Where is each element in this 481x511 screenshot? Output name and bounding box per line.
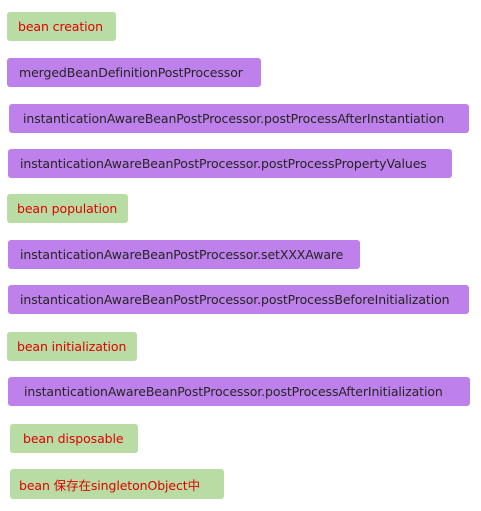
- stage-label: bean disposable: [23, 431, 124, 446]
- processor-label: instanticationAwareBeanPostProcessor.pos…: [20, 156, 427, 171]
- processor-label: instanticationAwareBeanPostProcessor.set…: [20, 247, 344, 262]
- stage-bean-creation: bean creation: [7, 12, 116, 41]
- processor-merged-bean-definition: mergedBeanDefinitionPostProcessor: [7, 58, 261, 87]
- processor-label: mergedBeanDefinitionPostProcessor: [19, 65, 243, 80]
- processor-post-process-before-initialization: instanticationAwareBeanPostProcessor.pos…: [8, 285, 469, 314]
- processor-label: instanticationAwareBeanPostProcessor.pos…: [20, 292, 450, 307]
- stage-bean-population: bean population: [7, 194, 128, 223]
- stage-label: bean creation: [18, 19, 103, 34]
- stage-bean-disposable: bean disposable: [10, 424, 138, 453]
- processor-post-process-after-initialization: instanticationAwareBeanPostProcessor.pos…: [8, 377, 470, 406]
- stage-bean-initialization: bean initialization: [7, 332, 137, 361]
- processor-post-process-after-instantiation: instanticationAwareBeanPostProcessor.pos…: [9, 104, 469, 133]
- stage-label: bean 保存在singletonObject中: [19, 477, 200, 493]
- processor-set-xxx-aware: instanticationAwareBeanPostProcessor.set…: [8, 240, 360, 269]
- stage-label: bean population: [17, 201, 118, 216]
- stage-bean-saved-in-singleton-objects: bean 保存在singletonObject中: [10, 469, 224, 499]
- stage-label: bean initialization: [17, 339, 127, 354]
- processor-label: instanticationAwareBeanPostProcessor.pos…: [23, 111, 445, 126]
- processor-label: instanticationAwareBeanPostProcessor.pos…: [24, 384, 443, 399]
- processor-post-process-property-values: instanticationAwareBeanPostProcessor.pos…: [8, 149, 452, 178]
